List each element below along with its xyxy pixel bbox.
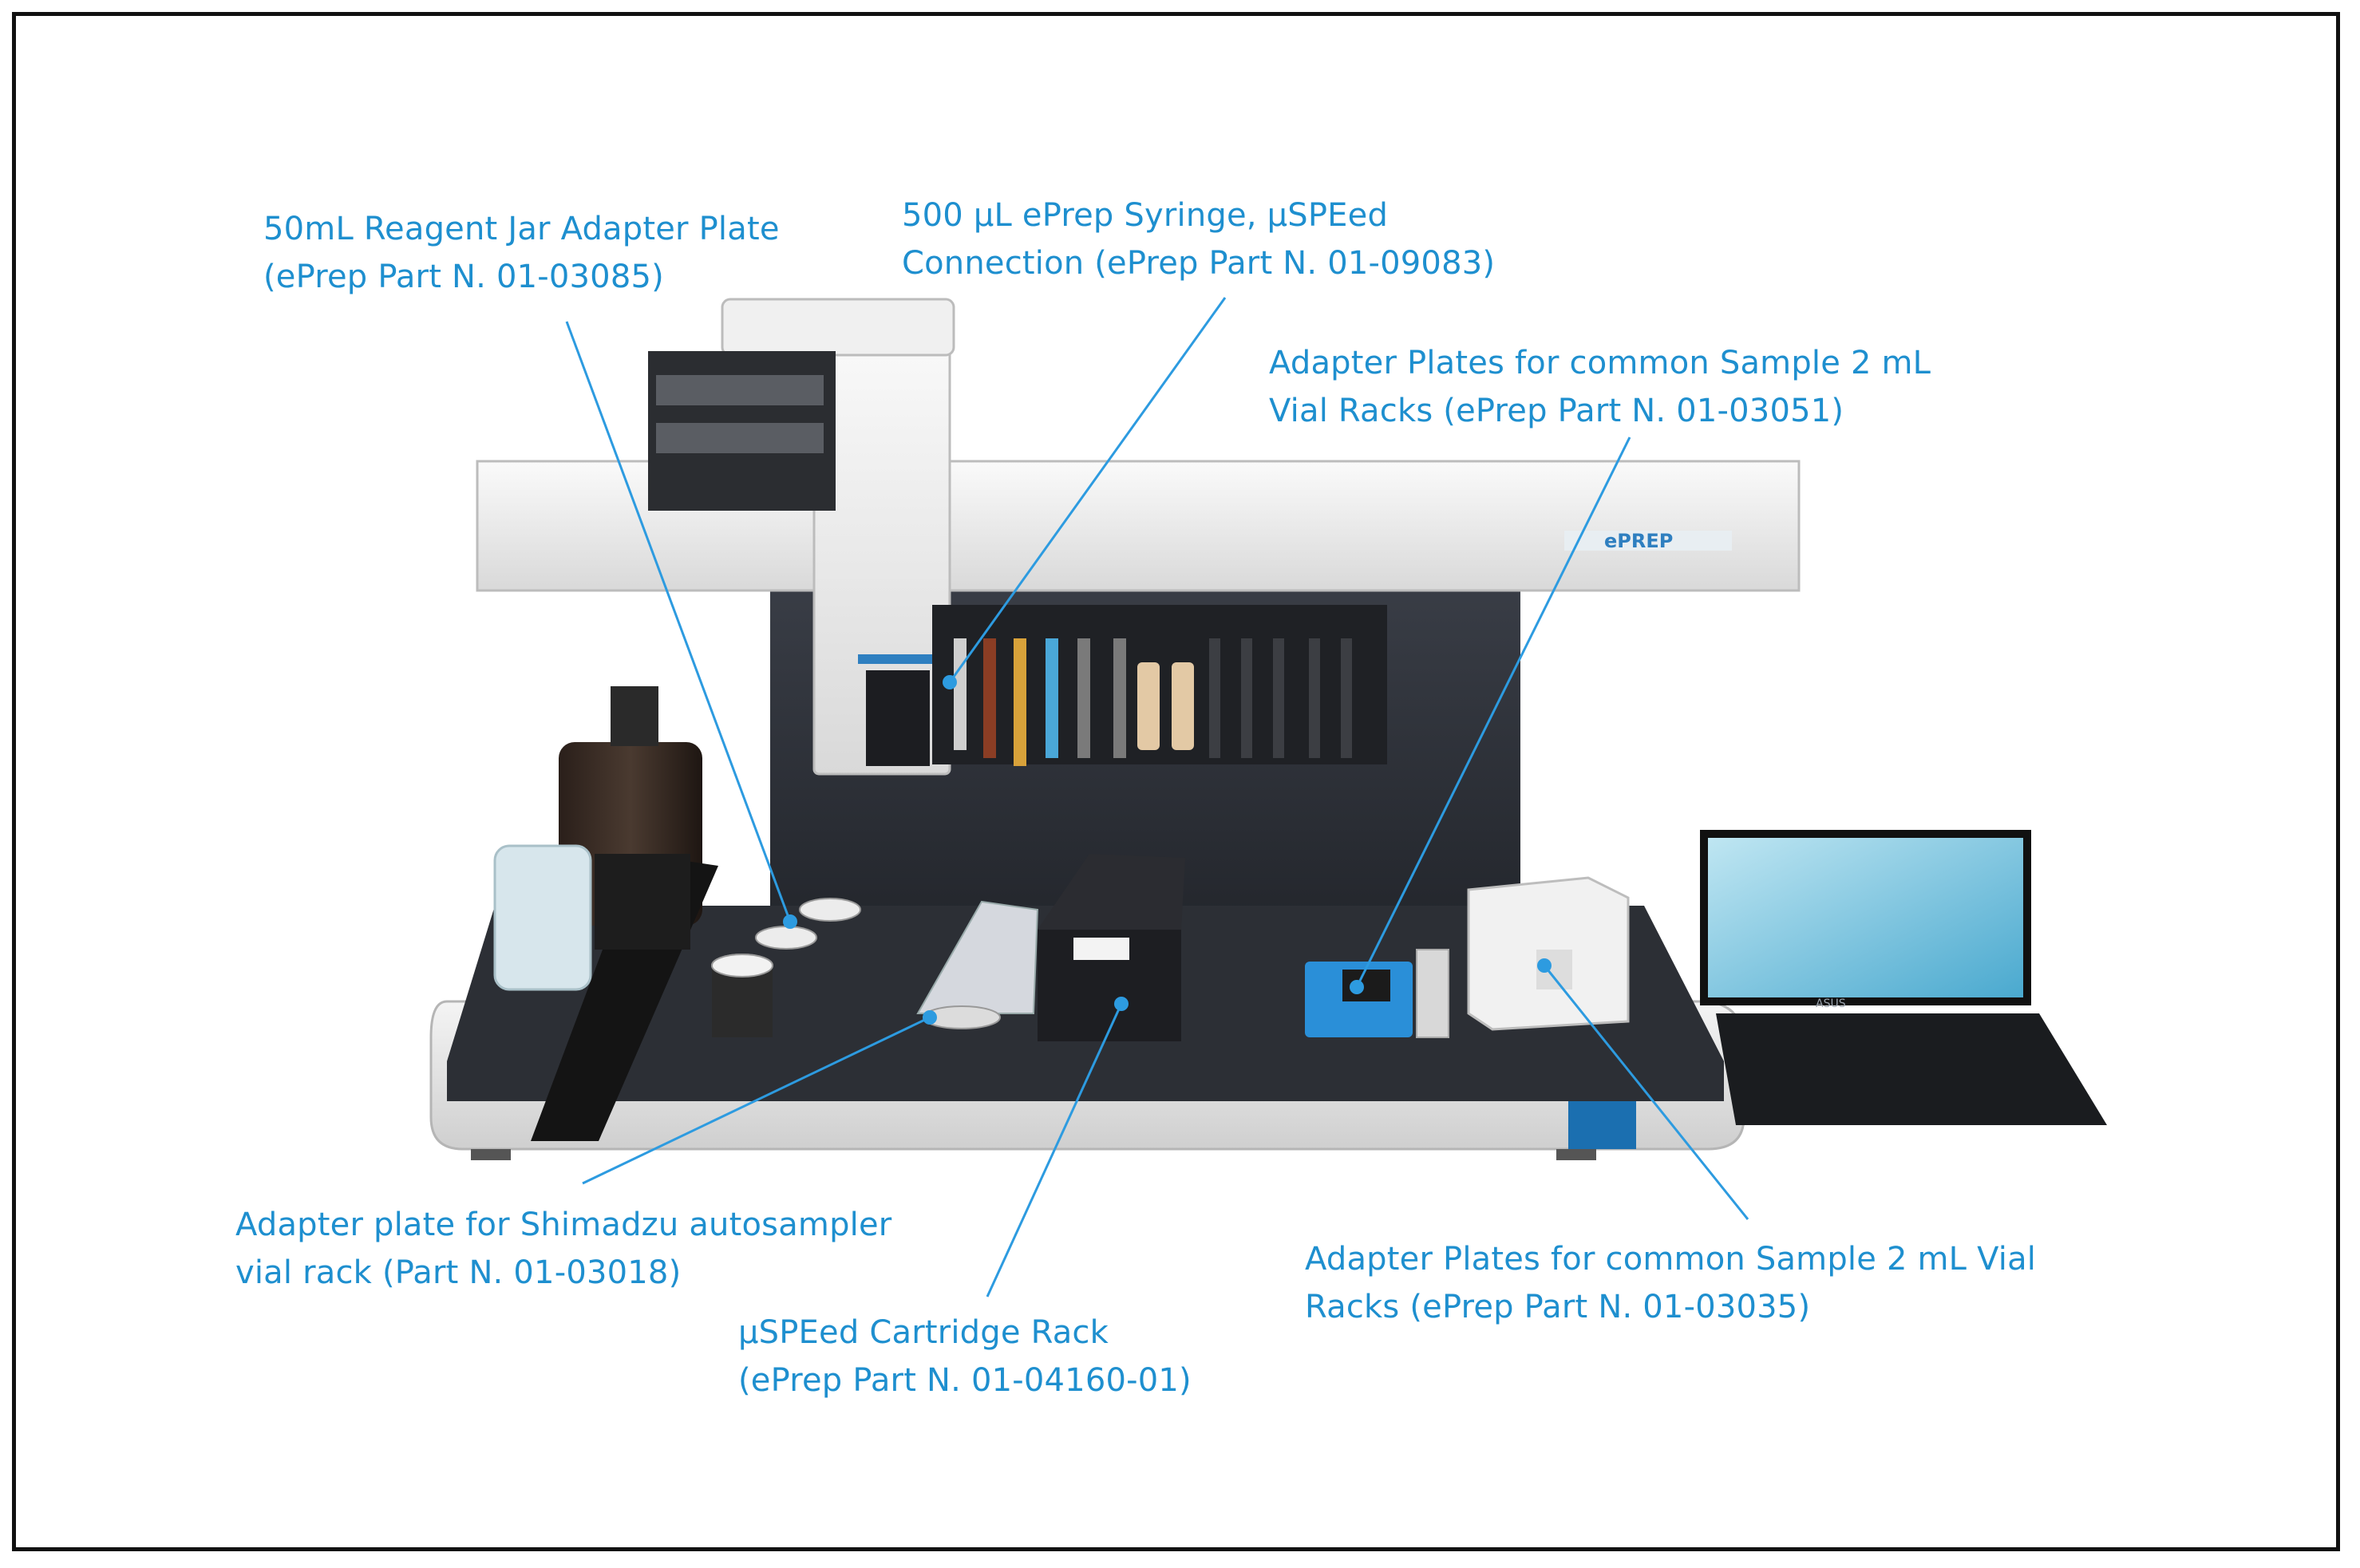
deck-foot <box>1556 1149 1596 1160</box>
label-line: 50mL Reagent Jar Adapter Plate <box>263 211 780 247</box>
gantry-head-top <box>721 298 955 357</box>
clear-bottle <box>493 844 592 991</box>
syringe-drive <box>866 670 930 766</box>
label-line: Vial Racks (ePrep Part N. 01-03051) <box>1269 393 1844 429</box>
leader-dots <box>783 675 1552 1025</box>
label-line: Adapter Plates for common Sample 2 mL Vi… <box>1305 1241 2037 1278</box>
label-shimadzu: Adapter plate for Shimadzu autosampler v… <box>235 1201 891 1297</box>
label-line: µSPEed Cartridge Rack <box>738 1314 1109 1351</box>
laptop: ASUS <box>1700 830 2107 1125</box>
leader-vial-racks-03051 <box>1355 436 1631 988</box>
label-line: (ePrep Part N. 01-03085) <box>263 259 664 295</box>
amber-bottle-neck <box>611 686 658 746</box>
syringe-rack <box>932 605 1387 766</box>
leader-cartridge-rack <box>986 1003 1123 1297</box>
label-line: Adapter Plates for common Sample 2 mL <box>1269 345 1931 381</box>
leader-syringe <box>948 297 1227 683</box>
deck-label-plate <box>1568 1101 1636 1149</box>
label-reagent-jar: 50mL Reagent Jar Adapter Plate (ePrep Pa… <box>263 205 780 301</box>
ePrep-logo: ePREP <box>1604 530 1673 552</box>
label-vial-racks-03035: Adapter Plates for common Sample 2 mL Vi… <box>1305 1235 2036 1331</box>
reagent-jars <box>711 898 861 1037</box>
label-line: Connection (ePrep Part N. 01-09083) <box>902 245 1496 282</box>
leader-lines <box>565 297 1749 1297</box>
label-line: vial rack (Part N. 01-03018) <box>235 1254 682 1291</box>
leader-reagent-jar <box>565 321 792 922</box>
leader-shimadzu <box>582 1016 931 1185</box>
label-line: Adapter plate for Shimadzu autosampler <box>235 1207 892 1243</box>
label-line: 500 µL ePrep Syringe, µSPEed <box>902 197 1389 234</box>
label-syringe: 500 µL ePrep Syringe, µSPEed Connection … <box>902 192 1495 287</box>
deck-foot <box>471 1149 511 1160</box>
metal-stand <box>1416 949 1449 1038</box>
cartridge-rack <box>1038 854 1185 1041</box>
label-line: Racks (ePrep Part N. 01-03035) <box>1305 1289 1811 1325</box>
label-cartridge-rack: µSPEed Cartridge Rack (ePrep Part N. 01-… <box>738 1309 1192 1404</box>
laptop-brand: ASUS <box>1816 997 1846 1010</box>
ePrep-logo-mark <box>1564 531 1732 551</box>
white-vial-racks <box>1467 876 1630 1031</box>
shimadzu-vial-rack <box>916 900 1039 1029</box>
chute-stand <box>595 854 690 950</box>
vent-slot <box>656 423 824 453</box>
gantry-arm-stripe <box>858 654 950 664</box>
leader-vial-racks-03035 <box>1543 965 1749 1220</box>
label-vial-racks-03051: Adapter Plates for common Sample 2 mL Vi… <box>1269 339 1931 435</box>
vent-slot <box>656 375 824 405</box>
label-line: (ePrep Part N. 01-04160-01) <box>738 1362 1192 1399</box>
blue-vial-rack <box>1305 962 1413 1037</box>
